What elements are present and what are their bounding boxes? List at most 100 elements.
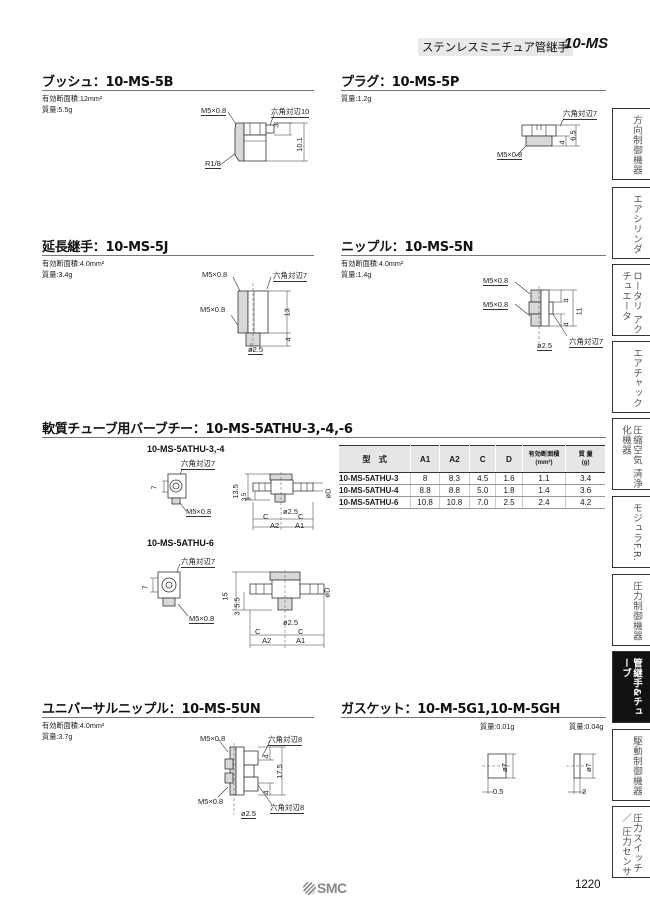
nipple-specs: 有効断面積:4.0mm² 質量:1.4g xyxy=(341,258,403,280)
mass: 質量:1.2g xyxy=(341,94,372,103)
universal-nipple-specs: 有効断面積:4.0mm² 質量:3.7g xyxy=(42,720,104,742)
label-thread: M5×0.8 xyxy=(201,106,227,116)
universal-nipple-drawing xyxy=(217,738,286,815)
subtitle-athu-3-4: 10-MS-5ATHU-3,-4 xyxy=(147,444,225,454)
dim-3: 3 xyxy=(232,611,242,616)
side-tab-modular-fr[interactable]: モジュラF.R. xyxy=(612,496,650,568)
athu-6-front-drawing xyxy=(232,570,325,648)
section-title-barb-tee: 軟質チューブ用バーブチー：10-MS-5ATHU-3,-4,-6 xyxy=(42,422,353,437)
label-bore: ø2.5 xyxy=(241,809,257,819)
col-d: D xyxy=(495,445,523,473)
side-tab-air-cylinder[interactable]: エアシリンダ xyxy=(612,187,650,259)
dim-13-5: 13.5 xyxy=(230,484,240,499)
dim-17-5: 17.5 xyxy=(274,764,284,779)
page-number: 1220 xyxy=(575,879,601,891)
mass: 質量:3.4g xyxy=(42,270,73,279)
dim-4-bottom: 4 xyxy=(561,322,571,327)
dim-6-5: 6.5 xyxy=(568,130,578,141)
label-hex-bottom: 六角対辺8 xyxy=(270,803,305,814)
label-od: øD xyxy=(323,488,333,499)
section-rule xyxy=(341,717,606,718)
side-tab-rotary-actuator[interactable]: ロータリ アクチュエータ xyxy=(612,264,650,336)
label-c-right: C xyxy=(298,627,304,636)
smc-logo: SMC xyxy=(303,880,347,896)
gasket-g1-mass: 質量:0.01g xyxy=(480,722,515,731)
label-c-left: C xyxy=(255,627,261,636)
dim-dia: ø7 xyxy=(499,763,509,772)
label-bore: ø2.5 xyxy=(283,618,299,627)
dim-15: 15 xyxy=(220,592,230,601)
section-rule xyxy=(42,717,314,718)
label-thread: M5×0.8 xyxy=(497,150,523,160)
label-thread-top: M5×0.8 xyxy=(483,276,509,286)
dim-thickness: 2 xyxy=(582,787,587,796)
side-tab-fittings-tubing[interactable]: 管継手&チューブ xyxy=(612,651,650,723)
effective-area: 有効断面積:4.0mm² xyxy=(42,721,105,730)
label-taper: R1/8 xyxy=(205,159,221,169)
dim-7: 7 xyxy=(140,585,150,590)
label-a2: A2 xyxy=(270,521,280,530)
label-bore: ø2.5 xyxy=(283,507,299,516)
section-rule xyxy=(42,255,314,256)
gasket-gh-drawing xyxy=(566,753,596,794)
effective-area: 有効断面積:12mm² xyxy=(42,94,103,103)
label-thread-bottom: M5×0.8 xyxy=(200,305,226,314)
label-a1: A1 xyxy=(295,521,305,530)
plug-specs: 質量:1.2g xyxy=(341,93,371,104)
section-title-gasket: ガスケット：10-M-5G1,10-M-5GH xyxy=(341,702,561,717)
col-model: 型 式 xyxy=(339,445,411,473)
section-title-bushing: ブッシュ：10-MS-5B xyxy=(42,75,174,90)
gasket-gh-mass: 質量:0.04g xyxy=(569,722,604,731)
section-title-extension: 延長継手：10-MS-5J xyxy=(42,240,169,255)
extension-drawing xyxy=(230,276,291,353)
bushing-specs: 有効断面積:12mm² 質量:5.5g xyxy=(42,93,102,115)
label-a2: A2 xyxy=(262,636,272,645)
dim-7: 7 xyxy=(149,485,159,490)
bushing-drawing xyxy=(219,111,308,166)
side-tab-pressure-switch[interactable]: 圧力スイッチ／ 圧力センサ xyxy=(612,806,650,878)
mass: 質量:1.4g xyxy=(341,270,372,279)
table-row: 10-MS-5ATHU-4 8.8 8.8 5.0 1.8 1.4 3.6 xyxy=(339,484,605,497)
effective-area: 有効断面積:4.0mm² xyxy=(42,259,105,268)
label-hex-top: 六角対辺8 xyxy=(268,735,303,746)
label-c-right: C xyxy=(298,512,304,521)
table-row: 10-MS-5ATHU-6 10.8 10.8 7.0 2.5 2.4 4.2 xyxy=(339,496,605,509)
athu-6-side-drawing xyxy=(150,563,189,617)
side-tab-air-preparation[interactable]: 圧縮空気 清浄化機器 xyxy=(612,418,650,490)
label-hex: 六角対辺7 xyxy=(569,337,604,348)
section-rule xyxy=(42,437,606,438)
barb-tee-spec-table: 型 式 A1 A2 C D 有効断面積 (mm²) 質 量 (g) 10-MS-… xyxy=(339,445,605,509)
side-tab-pressure-control[interactable]: 圧力制御機器 xyxy=(612,574,650,646)
label-od: øD xyxy=(322,587,332,598)
mass: 質量:5.5g xyxy=(42,105,73,114)
label-hex: 六角対辺7 xyxy=(181,459,216,470)
side-tab-directional-control[interactable]: 方向制御機器 xyxy=(612,108,650,180)
side-tab-flow-control[interactable]: 駆動制御機器 xyxy=(612,729,650,801)
section-title-universal-nipple: ユニバーサルニップル：10-MS-5UN xyxy=(42,702,261,717)
section-rule xyxy=(341,90,606,91)
dim-5-5: 5.5 xyxy=(232,597,242,608)
dim-thickness: 0.5 xyxy=(493,787,504,796)
label-thread: M5×0.8 xyxy=(186,507,212,517)
smc-logo-mark-icon xyxy=(303,882,316,895)
label-thread-bottom: M5×0.8 xyxy=(483,300,509,310)
side-tab-air-chuck[interactable]: エアチャック xyxy=(612,341,650,413)
nipple-drawing xyxy=(514,281,577,345)
dim-10-1: 10.1 xyxy=(294,137,304,152)
section-title-plug: プラグ：10-MS-5P xyxy=(341,75,460,90)
gasket-g1-drawing xyxy=(482,753,516,794)
label-a1: A1 xyxy=(296,636,306,645)
label-bore: ø2.5 xyxy=(248,345,264,355)
extension-specs: 有効断面積:4.0mm² 質量:3.4g xyxy=(42,258,104,280)
athu-3-4-front-drawing xyxy=(245,472,323,530)
col-c: C xyxy=(469,445,496,473)
label-thread-top: M5×0.8 xyxy=(202,270,228,279)
col-a2: A2 xyxy=(438,445,470,473)
label-c-left: C xyxy=(263,512,269,521)
label-hex: 六角対辺7 xyxy=(563,109,598,120)
dim-11: 11 xyxy=(574,307,584,316)
label-thread: M5×0.8 xyxy=(189,614,215,624)
dim-3: 3 xyxy=(246,497,253,501)
dim-4-bottom: 4 xyxy=(261,790,271,795)
label-thread-bottom: M5×0.8 xyxy=(198,797,224,806)
